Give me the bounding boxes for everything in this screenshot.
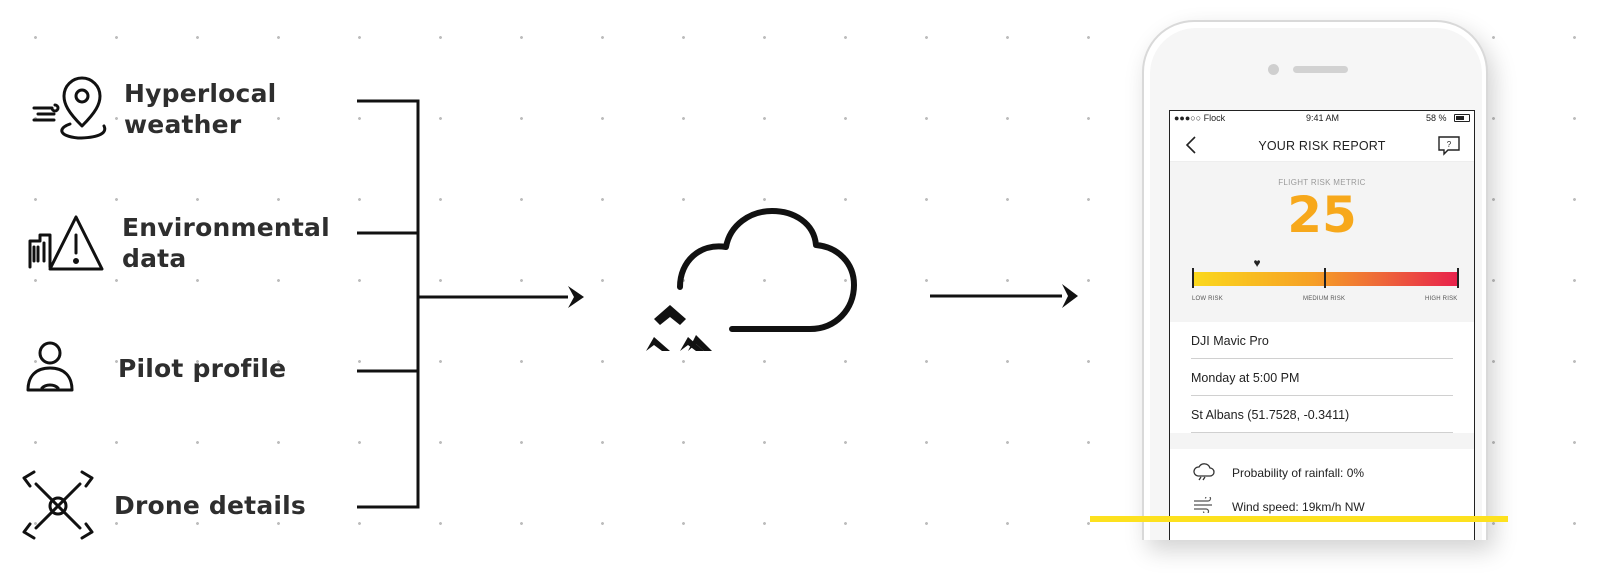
- battery-icon: [1454, 114, 1470, 122]
- phone-bezel: ●●●○○ Flock 9:41 AM 58 % YOUR RISK REPOR…: [1150, 28, 1482, 540]
- risk-value: 25: [1170, 186, 1474, 244]
- arrow-head-icon: [568, 286, 584, 308]
- status-time: 9:41 AM: [1306, 113, 1339, 123]
- risk-metric-panel: FLIGHT RISK METRIC 25 ♥ LOW RISK MEDIUM …: [1170, 162, 1474, 322]
- page-title: YOUR RISK REPORT: [1170, 139, 1474, 153]
- risk-scale: [1192, 272, 1458, 286]
- help-chat-icon[interactable]: ?: [1438, 136, 1460, 161]
- battery-label: 58 %: [1426, 113, 1447, 123]
- rain-cloud-icon: [1192, 463, 1216, 484]
- risk-tick-high: [1457, 268, 1459, 288]
- phone-screen: ●●●○○ Flock 9:41 AM 58 % YOUR RISK REPOR…: [1169, 110, 1475, 540]
- phone-speaker: [1293, 66, 1348, 73]
- carrier-label: ●●●○○ Flock: [1174, 113, 1225, 123]
- camera-dot: [1268, 64, 1279, 75]
- risk-marker-icon: ♥: [1254, 256, 1261, 270]
- detail-drone: DJI Mavic Pro: [1191, 322, 1453, 359]
- svg-text:?: ?: [1447, 140, 1452, 149]
- flight-details: DJI Mavic Pro Monday at 5:00 PM St Alban…: [1170, 322, 1474, 433]
- cloud-icon: [640, 205, 870, 365]
- wind-text: Wind speed: 19km/h NW: [1232, 500, 1365, 514]
- phone-mockup: ●●●○○ Flock 9:41 AM 58 % YOUR RISK REPOR…: [1142, 20, 1488, 540]
- flock-logo-icon: [646, 305, 712, 351]
- accent-underline: [1090, 516, 1508, 522]
- arrow-head-icon: [1062, 284, 1078, 308]
- nav-bar: YOUR RISK REPORT ?: [1170, 127, 1474, 162]
- bracket-line: [357, 101, 418, 507]
- risk-label-low: LOW RISK: [1192, 296, 1223, 302]
- detail-time: Monday at 5:00 PM: [1191, 359, 1453, 396]
- condition-rainfall: Probability of rainfall: 0%: [1170, 457, 1474, 491]
- wind-icon: [1192, 497, 1216, 516]
- detail-location: St Albans (51.7528, -0.3411): [1191, 396, 1453, 433]
- risk-tick-medium: [1324, 268, 1326, 288]
- risk-tick-low: [1192, 268, 1194, 288]
- risk-label-high: HIGH RISK: [1425, 296, 1457, 302]
- rainfall-text: Probability of rainfall: 0%: [1232, 466, 1364, 480]
- risk-label-medium: MEDIUM RISK: [1303, 296, 1345, 302]
- section-gap: [1170, 433, 1474, 449]
- status-bar: ●●●○○ Flock 9:41 AM 58 %: [1170, 111, 1474, 127]
